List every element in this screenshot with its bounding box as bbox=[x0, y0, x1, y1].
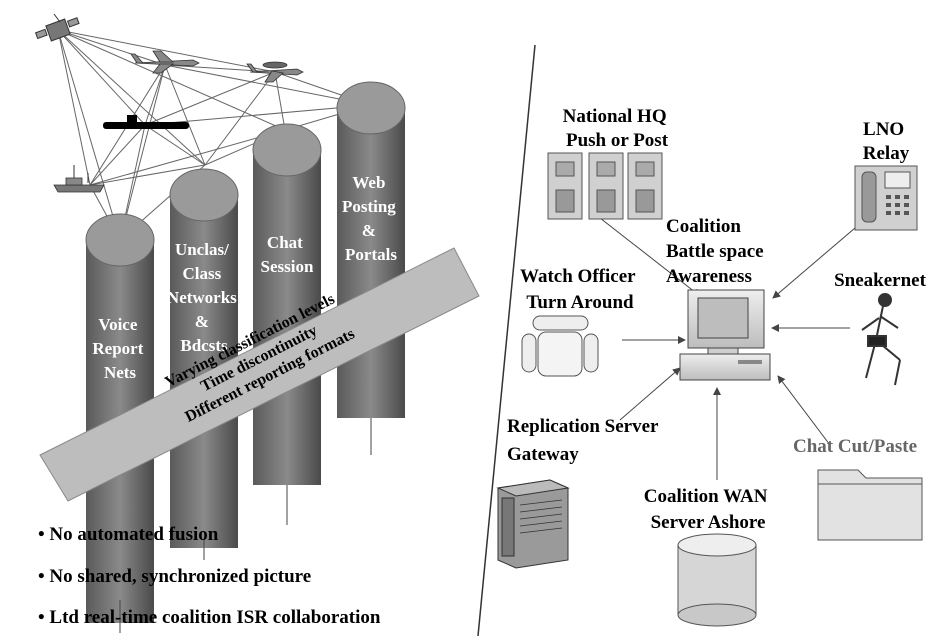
watch-officer-label: Watch Officer Turn Around bbox=[520, 266, 640, 313]
computer-workstation-icon bbox=[679, 289, 771, 381]
satellite-icon bbox=[34, 13, 80, 42]
pillar-web-portals: Web Posting & Portals bbox=[336, 81, 406, 455]
pillar-label: Unclas/ Class Networks & Bdcsts bbox=[167, 240, 241, 355]
pillar-label: Web Posting & Portals bbox=[342, 173, 400, 264]
submarine-icon bbox=[103, 115, 189, 129]
chat-cut-paste-label: Chat Cut/Paste bbox=[793, 436, 917, 457]
bullet-list: • No automated fusion • No shared, synch… bbox=[38, 524, 381, 628]
right-panel: National HQ Push or Post LNO Relay bbox=[496, 106, 927, 627]
server-rack-icon bbox=[547, 152, 663, 220]
pillar-label: Chat Session bbox=[261, 233, 314, 276]
pillar-label: Voice Report Nets bbox=[92, 315, 147, 382]
server-tower-icon bbox=[496, 479, 570, 569]
pillar-chat-session: Chat Session bbox=[252, 123, 322, 525]
office-chair-icon bbox=[521, 315, 599, 377]
database-cylinder-icon bbox=[677, 533, 757, 627]
lno-relay-label: LNO Relay bbox=[863, 119, 910, 164]
bullet-item: • Ltd real-time coalition ISR collaborat… bbox=[38, 607, 381, 628]
telephone-icon bbox=[854, 165, 918, 231]
coalition-wan-label: Coalition WAN Server Ashore bbox=[644, 486, 772, 533]
ship-icon bbox=[53, 165, 105, 193]
flow-arrows bbox=[599, 217, 856, 480]
pillar-networks-broadcasts: Unclas/ Class Networks & Bdcsts bbox=[167, 168, 241, 560]
left-panel: Voice Report Nets Unclas/ Class Networks… bbox=[34, 13, 480, 633]
sneakernet-label: Sneakernet bbox=[834, 270, 927, 291]
national-hq-label: National HQ Push or Post bbox=[563, 106, 672, 151]
bullet-item: • No automated fusion bbox=[38, 524, 219, 545]
runner-icon bbox=[861, 293, 901, 386]
panel-divider bbox=[477, 44, 536, 637]
bullet-item: • No shared, synchronized picture bbox=[38, 566, 311, 587]
awacs-aircraft-icon bbox=[246, 61, 304, 83]
aircraft-icon bbox=[130, 50, 200, 74]
coalition-awareness-label: Coalition Battle space Awareness bbox=[666, 216, 768, 287]
replication-server-label: Replication Server Gateway bbox=[507, 416, 663, 465]
folder-icon bbox=[817, 469, 923, 541]
